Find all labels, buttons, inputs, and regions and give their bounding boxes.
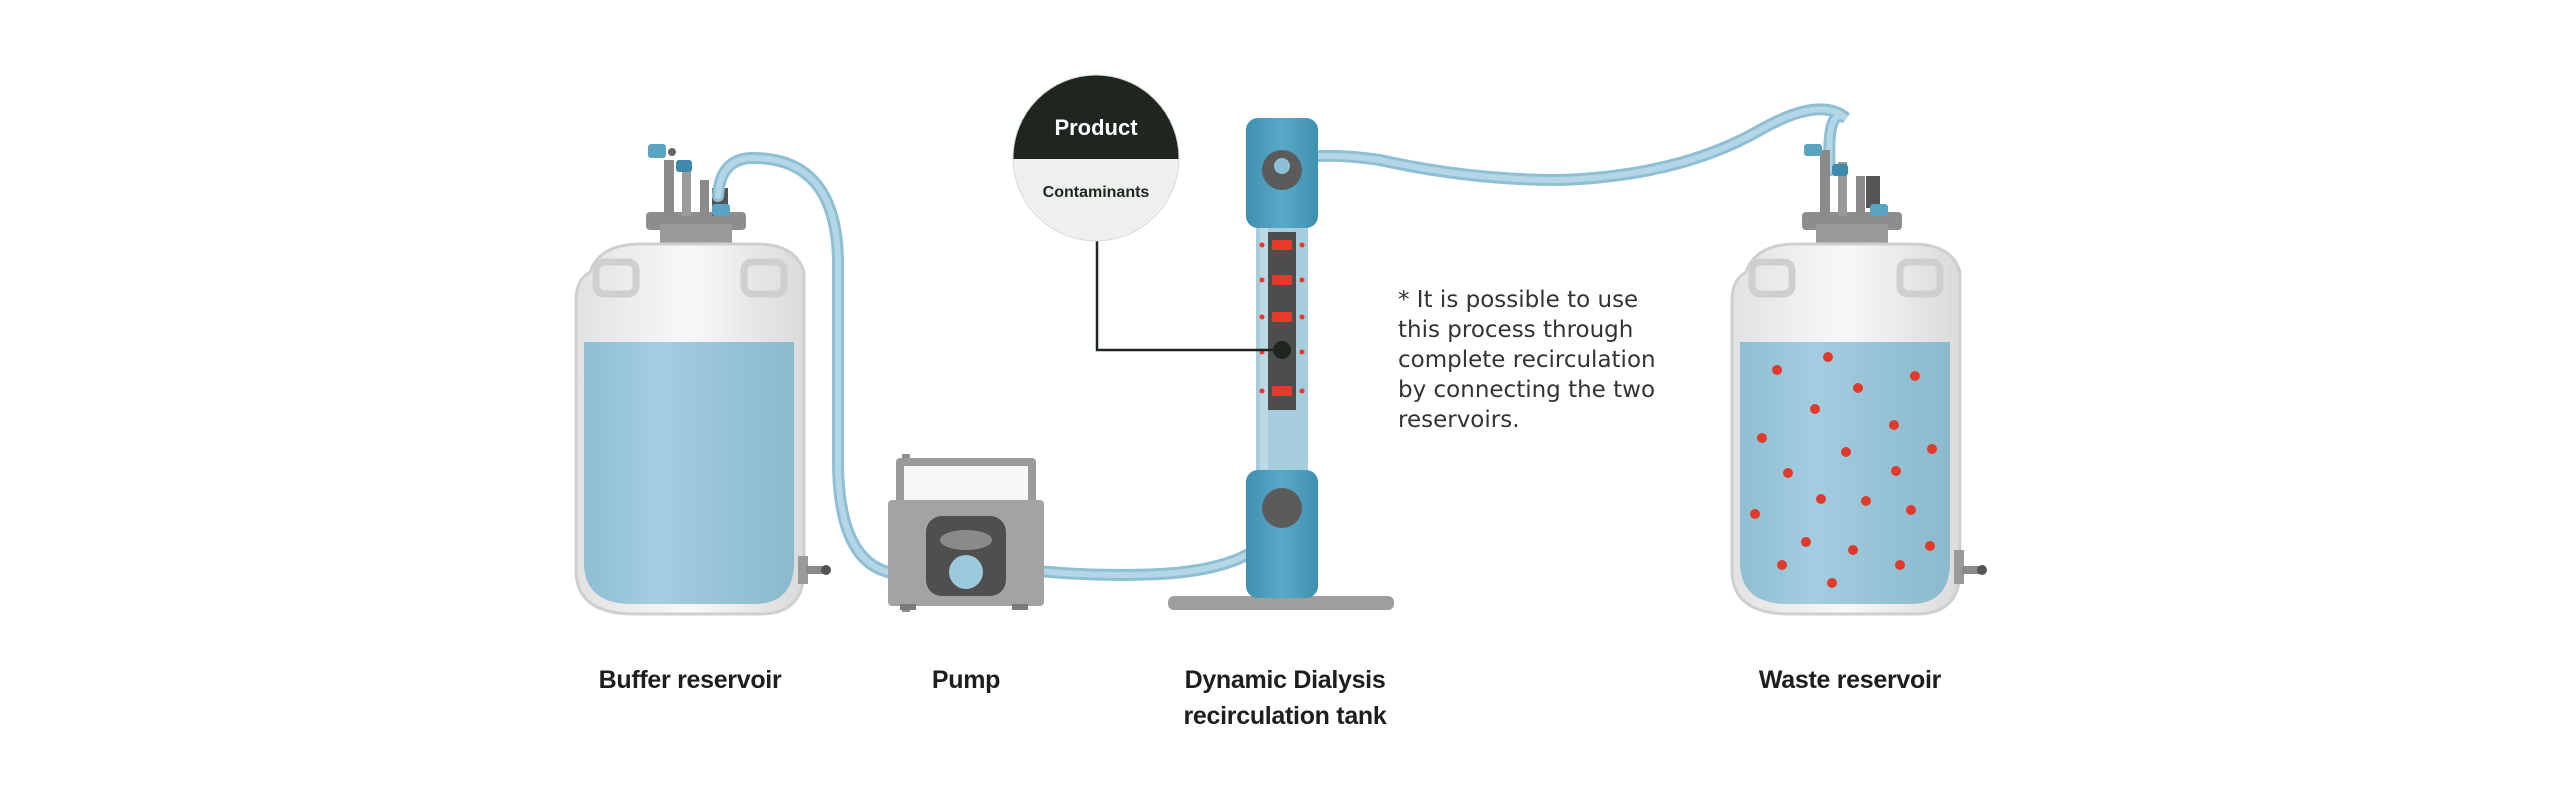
note-line-2: this process through bbox=[1398, 317, 1634, 343]
waste-contaminants bbox=[1750, 352, 1937, 588]
tank-label-line-2: recirculation tank bbox=[1183, 702, 1387, 730]
product-marker bbox=[1273, 341, 1291, 359]
buffer-reservoir bbox=[574, 144, 831, 616]
pump-rotor bbox=[949, 555, 983, 589]
contaminant-particles bbox=[1259, 240, 1305, 396]
tank-label: Dynamic Dialysis recirculation tank bbox=[1150, 662, 1420, 734]
pump bbox=[888, 454, 1044, 612]
recirculation-note: * It is possible to use this process thr… bbox=[1398, 285, 1688, 435]
buffer-reservoir-label: Buffer reservoir bbox=[598, 666, 782, 694]
waste-reservoir-label: Waste reservoir bbox=[1758, 666, 1942, 694]
callout-contaminants-label: Contaminants bbox=[1043, 184, 1150, 201]
waste-liquid bbox=[1740, 342, 1950, 604]
tank-label-line-1: Dynamic Dialysis bbox=[1184, 666, 1386, 694]
note-line-1: * It is possible to use bbox=[1398, 287, 1639, 313]
tube-tank-to-waste bbox=[1276, 103, 1850, 187]
callout-pointer bbox=[1095, 241, 1276, 352]
waste-reservoir bbox=[1730, 144, 1987, 616]
dialysis-tank bbox=[1168, 118, 1394, 610]
pump-label: Pump bbox=[931, 666, 1001, 694]
waste-cap-assembly bbox=[1802, 144, 1902, 246]
callout-product-label: Product bbox=[1054, 115, 1138, 140]
note-line-4: by connecting the two bbox=[1398, 377, 1656, 403]
note-line-3: complete recirculation bbox=[1398, 347, 1656, 373]
buffer-liquid bbox=[584, 342, 794, 604]
buffer-spigot bbox=[798, 556, 831, 584]
callout: Product Contaminants bbox=[1012, 74, 1180, 242]
note-line-5: reservoirs. bbox=[1398, 407, 1520, 433]
waste-spigot bbox=[1954, 550, 1987, 584]
